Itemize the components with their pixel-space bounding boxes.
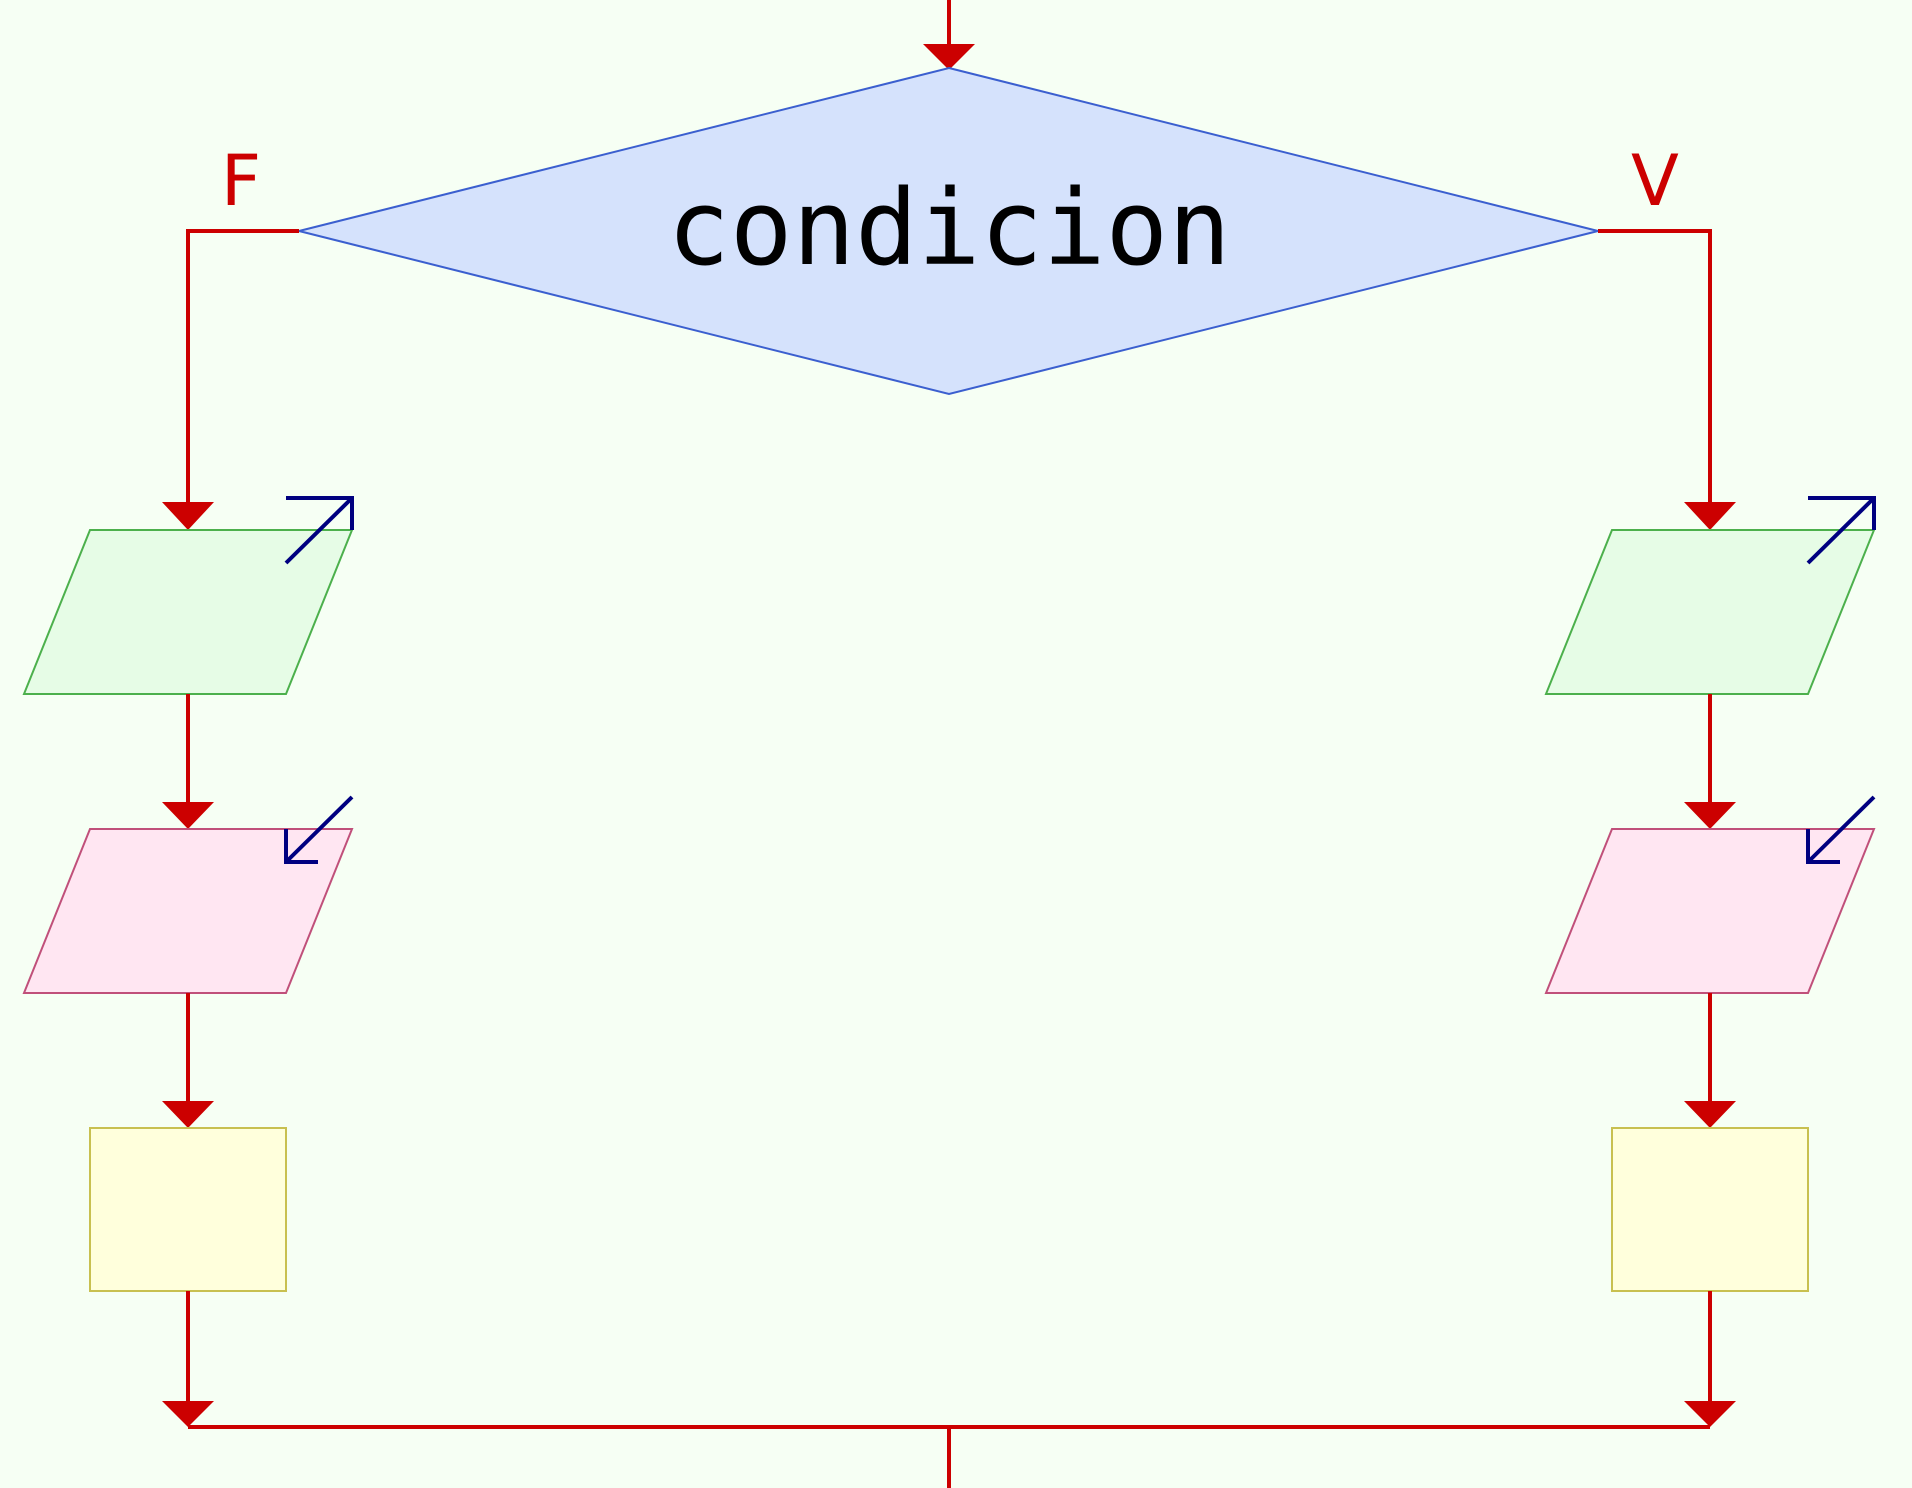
right-process-box[interactable] (1611, 1127, 1809, 1292)
left-output-arrow-icon-shaft (284, 496, 354, 565)
right-merge-arrowhead (1684, 1401, 1736, 1427)
left-arrowhead-2 (162, 802, 214, 829)
incoming-arrowhead (923, 44, 975, 70)
left-input-arrow-icon-shaft (284, 795, 354, 864)
left-output-parallelogram[interactable] (22, 529, 354, 695)
right-arrowhead-3 (1684, 1101, 1736, 1128)
true-branch-arrowhead-1 (1684, 502, 1736, 530)
right-output-arrow-icon-shaft (1806, 496, 1876, 565)
decision-diamond[interactable] (298, 66, 1599, 396)
left-arrowhead-3 (162, 1101, 214, 1128)
true-branch-flow-line (1598, 229, 1712, 502)
false-branch-flow-line (186, 229, 299, 502)
right-input-arrow-icon-shaft (1806, 795, 1876, 864)
right-output-parallelogram[interactable] (1544, 529, 1876, 695)
left-merge-arrowhead (162, 1401, 214, 1427)
true-branch-label: V (1631, 140, 1679, 222)
left-process-box[interactable] (89, 1127, 287, 1292)
right-arrowhead-2 (1684, 802, 1736, 829)
decision-condition-text: condicion (667, 167, 1231, 289)
false-branch-label: F (221, 140, 261, 222)
false-branch-arrowhead-1 (162, 502, 214, 530)
right-input-parallelogram[interactable] (1544, 828, 1876, 994)
right-output-arrow-icon (1808, 496, 1876, 530)
left-output-arrow-icon (286, 496, 354, 530)
left-input-parallelogram[interactable] (22, 828, 354, 994)
